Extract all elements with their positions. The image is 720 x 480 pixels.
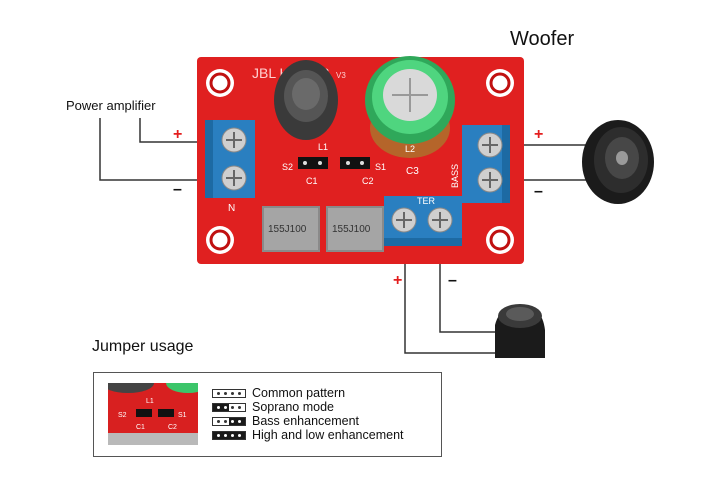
pin-left-jumper-icon [212,402,246,412]
wire-amp-minus [99,118,222,181]
woofer-plus-sign: + [534,126,544,143]
wire-amp-plus [139,118,222,143]
capacitor-c3 [365,56,455,144]
label-tweeter: TER [417,196,436,206]
label-input: N [228,203,235,214]
inset-l1: L1 [146,398,154,405]
board-model-suffix: V3 [336,71,346,80]
pin-both-jumper-icon [212,430,246,440]
label-s1: S1 [375,162,386,172]
wire-tweeter-plus [404,230,495,354]
capacitor-c1-marking: 155J100 [268,224,307,235]
tweeter-speaker-icon [495,304,545,358]
label-c3: C3 [406,166,419,177]
bass-terminal-block [462,125,510,203]
legend-row-both: High and low enhancement [212,428,404,442]
inset-s2: S2 [118,412,127,419]
film-capacitor-c1 [262,206,320,252]
legend-row-common: Common pattern [212,386,345,400]
woofer-label: Woofer [510,28,575,50]
legend-row-bass: Bass enhancement [212,414,359,428]
tweeter-minus-sign: – [448,272,457,289]
pin-right-jumper-icon [212,416,246,426]
woofer-minus-sign: – [534,183,543,200]
label-s2: S2 [282,162,293,172]
inset-s1: S1 [178,412,187,419]
label-bass: BASS [450,164,460,188]
legend-both-label: High and low enhancement [252,428,404,442]
inset-c1: C1 [136,424,145,431]
woofer-speaker-icon [582,120,654,204]
label-l1: L1 [318,142,328,152]
jumper-header [298,157,370,169]
tweeter-plus-sign: + [393,272,403,289]
amp-plus-sign: + [173,126,183,143]
jumper-inset-photo: S2 S1 L1 C1 C2 [108,383,198,445]
mounting-holes [206,69,514,254]
power-amplifier-label: Power amplifier [66,98,156,113]
capacitor-c2-marking: 155J100 [332,224,371,235]
film-capacitor-c2 [326,206,384,252]
legend-row-soprano: Soprano mode [212,400,334,414]
input-terminal-block [205,120,255,198]
legend-common-label: Common pattern [252,386,346,400]
inset-c2: C2 [168,424,177,431]
inductor-l1 [274,60,338,140]
pin-open-icon [212,388,246,398]
tweeter-terminal-block [384,196,462,246]
amp-minus-sign: – [173,181,182,198]
jumper-usage-title: Jumper usage [92,338,194,355]
label-c2: C2 [362,176,374,186]
label-l2: L2 [405,144,415,154]
crossover-diagram: JBL HM-008 V3 L1 L2 C3 S2 S1 C1 C2 155J1… [99,56,654,358]
jumper-legend: S2 S1 L1 C1 C2 Common pattern Soprano mo… [93,372,442,457]
legend-soprano-label: Soprano mode [252,400,335,414]
label-c1: C1 [306,176,318,186]
legend-bass-label: Bass enhancement [252,414,360,428]
